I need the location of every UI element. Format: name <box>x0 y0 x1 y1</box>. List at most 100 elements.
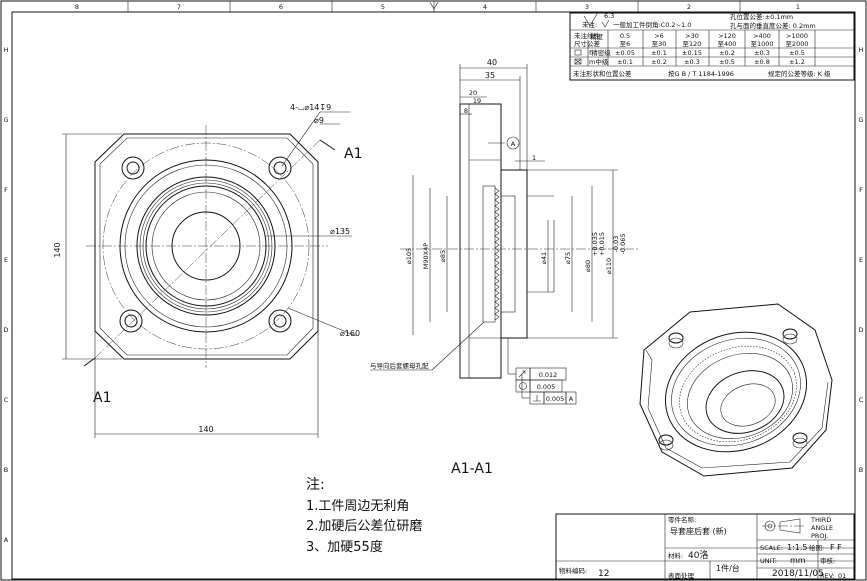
note-1: 1.工件周边无利角 <box>306 499 409 514</box>
zone-letter-d-right: D <box>858 326 863 334</box>
geo-tol-standard: 按G B / T 1184-1996 <box>668 69 734 78</box>
range-bottom-1: 至6 <box>620 40 631 48</box>
dim-d85: ⌀85 <box>439 250 447 262</box>
dim-width-140: 140 <box>198 425 213 434</box>
dim-d105: ⌀105 <box>405 248 413 264</box>
datum-a-circle <box>506 136 520 150</box>
zone-letter-f-right: F <box>859 186 863 194</box>
note-mating: 与导向后套螺母孔配 <box>370 361 429 370</box>
chamfer-note: 一般加工件倒角:C0.2~1.0 <box>613 20 691 29</box>
bolt-hole-tr <box>273 161 287 175</box>
dim-d80: ⌀80 <box>584 260 592 272</box>
dim-d80-tol-upper: +0.035 <box>591 232 599 256</box>
dim-8: 8 <box>464 107 468 115</box>
bolt-hole-tl-counterbore <box>121 156 145 180</box>
hole-callout-through: ⌀9 <box>314 116 324 125</box>
note-3: 3、加硬55度 <box>306 539 383 555</box>
drawn-label: 绘图: <box>809 543 824 552</box>
unit-label: UNIT: <box>760 557 777 565</box>
zone-number-8: 8 <box>75 3 79 11</box>
material-value: 40洛 <box>688 549 708 561</box>
medium-checkbox <box>574 58 582 65</box>
zone-markers-top: 8 7 6 5 4 3 2 1 <box>75 1 800 12</box>
gdt-circularity-symbol <box>515 379 531 393</box>
roughness-symbol-2 <box>601 19 610 28</box>
bolt-hole-tr-counterbore <box>268 156 292 180</box>
fine-value-5: ±0.3 <box>754 49 770 57</box>
thread-boss <box>482 185 496 323</box>
section-title: A1-A1 <box>451 461 493 477</box>
geo-tol-grade: 规定的公差等级: K 级 <box>768 69 831 78</box>
range-top-3: >30 <box>685 32 699 40</box>
section-label-top: A1 <box>344 146 362 162</box>
dim-thread-m90: M90X4P <box>422 243 430 269</box>
zone-letter-d: D <box>3 326 8 334</box>
zone-number-2: 2 <box>687 3 691 11</box>
rev-label: REV: <box>820 572 835 580</box>
bolt-hole-bl <box>124 314 138 328</box>
rev-value: 01 <box>838 572 846 580</box>
gdt-perpendicularity-datum: A <box>569 395 574 403</box>
scale-label: SCALE: <box>760 544 783 552</box>
part-name-label: 零件名称: <box>668 515 696 524</box>
dim-d75: ⌀75 <box>564 252 572 264</box>
part-no-label: 物料编码: <box>559 566 587 575</box>
zone-letter-b-right: B <box>859 466 863 474</box>
dim-d110-tol-upper: -0.03 <box>612 236 620 253</box>
medium-value-4: ±0.5 <box>719 58 735 66</box>
dim-height-140: 140 <box>53 242 62 257</box>
zone-letter-h: H <box>4 46 9 54</box>
roughness-note: 未注: <box>582 20 597 29</box>
projection-text-3: PROJ. <box>811 532 829 540</box>
hole-callout-counterbore: 4-⌴⌀14↧9 <box>290 103 331 112</box>
inner-frame <box>11 11 856 580</box>
zone-letter-c-right: C <box>859 396 864 404</box>
row-header-linear: 未注线性 <box>574 31 601 40</box>
fine-value-2: ±0.1 <box>651 49 667 57</box>
iso-hole-1 <box>668 332 684 344</box>
isometric-view <box>639 303 833 477</box>
fine-value-1: ±0.05 <box>615 49 635 57</box>
notes-heading: 注: <box>306 477 325 493</box>
fine-value-3: ±0.15 <box>682 49 702 57</box>
surface-treatment-label: 表面处理 <box>668 571 695 580</box>
medium-label: m中级 <box>589 57 609 66</box>
dim-d110: ⌀110 <box>605 258 613 274</box>
medium-value-3: ±0.3 <box>684 58 700 66</box>
scale-value: 1:1.5 <box>787 543 808 552</box>
tolerance-table: 6.3 未注: 一般加工件倒角:C0.2~1.0 孔位置公差:±0.1mm 孔与… <box>569 11 855 81</box>
zone-letter-e: E <box>4 256 8 264</box>
dim-d41: ⌀41 <box>540 252 548 264</box>
projection-symbol <box>762 518 806 534</box>
zone-markers-side: H G F E D C B A H G F E D C B <box>3 46 863 544</box>
bolt-hole-br <box>273 314 287 328</box>
zone-number-4: 4 <box>483 3 487 11</box>
fine-checkbox <box>574 49 582 56</box>
dim-19: 19 <box>473 97 481 105</box>
iso-hole-3 <box>658 434 674 446</box>
part-name: 导套座后套 (新) <box>670 526 727 536</box>
medium-value-5: ±0.8 <box>754 58 770 66</box>
check-label: 审核: <box>820 556 835 565</box>
range-bottom-4: 至400 <box>718 40 737 48</box>
quantity: 1件/台 <box>716 563 740 573</box>
range-bottom-3: 至120 <box>683 40 702 48</box>
fine-label: f精密级 <box>589 48 611 57</box>
range-top-6: >1000 <box>786 32 808 40</box>
section-cut-line <box>94 139 321 359</box>
dim-35: 35 <box>485 71 495 80</box>
dim-1: 1 <box>532 154 536 162</box>
gdt-runout-symbol <box>515 367 531 381</box>
zone-letter-h-right: H <box>859 46 864 54</box>
roughness-symbol-1 <box>583 11 620 27</box>
notes-block: 注: 1.工件周边无利角 2.加硬后公差位研磨 3、加硬55度 <box>306 477 422 555</box>
note-2: 2.加硬后公差位研磨 <box>306 519 422 534</box>
gdt-perpendicularity-value: 0.005 <box>546 395 565 403</box>
dim-d110-tol-lower: -0.065 <box>619 234 627 255</box>
dim-40: 40 <box>487 58 497 67</box>
hole-perpendicular-tol: 孔与面的垂直度公差: 0.2mm <box>730 21 816 30</box>
range-top-4: >120 <box>718 32 736 40</box>
bolt-hole-bl-counterbore <box>119 309 143 333</box>
